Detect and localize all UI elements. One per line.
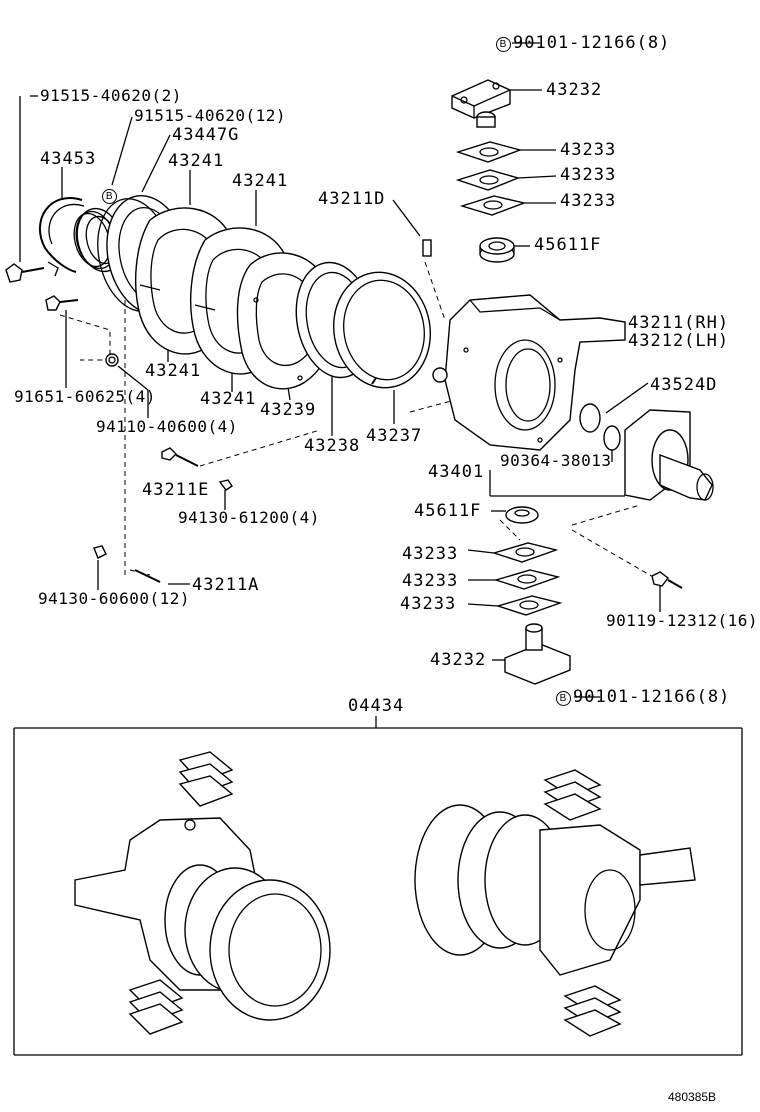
label-43232-bottom: 43232: [430, 650, 487, 670]
b-mark-icon-left: B: [102, 189, 117, 204]
seal-43453: [39, 197, 85, 277]
label-43401: 43401: [428, 462, 485, 482]
label-b-mark-left: B: [102, 186, 119, 204]
label-shim-5: 43233: [402, 571, 459, 591]
label-43232-top: 43232: [546, 80, 603, 100]
label-43453: 43453: [40, 149, 97, 169]
label-43241-a: 43241: [168, 151, 225, 171]
kingpin-cap-bottom: [504, 623, 571, 685]
studs-and-nuts: [93, 447, 683, 589]
kit-04434-box: [13, 727, 743, 1056]
label-43212-lh: 43212(LH): [628, 331, 730, 351]
label-kit-04434: 04434: [348, 696, 405, 716]
label-43241-b: 43241: [232, 171, 289, 191]
label-43211e: 43211E: [142, 480, 210, 500]
screws-left: [5, 263, 119, 367]
label-bolt-top-text: 90101-12166(8): [513, 33, 671, 53]
steering-knuckle: [432, 294, 626, 451]
label-shim-2: 43233: [560, 165, 617, 185]
label-nut-94110: 94110-40600(4): [96, 417, 238, 436]
label-43241-d: 43241: [200, 389, 257, 409]
b-mark-icon: B: [496, 37, 511, 52]
drawing-code: 480385B: [668, 1090, 717, 1104]
label-nut-94130-4: 94130-61200(4): [178, 508, 320, 527]
label-43211d: 43211D: [318, 189, 386, 209]
kit-right-assembly: [414, 769, 696, 1037]
bearing-45611f-bottom: [505, 506, 539, 524]
label-shim-4: 43233: [402, 544, 459, 564]
label-43524d: 43524D: [650, 375, 718, 395]
label-shim-3: 43233: [560, 191, 617, 211]
label-shim-6: 43233: [400, 594, 457, 614]
label-nut-94130-12: 94130-60600(12): [38, 589, 190, 608]
label-bearing-90364: 90364-38013: [500, 451, 612, 470]
kit-left-assembly: [74, 751, 331, 1035]
label-43237: 43237: [366, 426, 423, 446]
bolt-43211d: [422, 239, 432, 257]
label-screw-2: 91515-40620(2): [40, 86, 182, 105]
label-43211-rh: 43211(RH): [628, 313, 730, 333]
label-bolt-bottom-text: 90101-12166(8): [573, 687, 731, 707]
label-screw-12: 91515-40620(12): [134, 106, 286, 125]
leader-lines: [19, 42, 661, 728]
shim-stack-bottom: [491, 542, 563, 616]
label-43447g: 43447G: [172, 125, 240, 145]
label-43238: 43238: [304, 436, 361, 456]
label-shim-1: 43233: [560, 140, 617, 160]
assembly-dash-lines: [59, 261, 656, 579]
hub-spindle: [579, 403, 714, 501]
label-45611f-top: 45611F: [534, 235, 602, 255]
label-43241-c: 43241: [145, 361, 202, 381]
bearing-45611f-top: [479, 237, 515, 263]
label-43211a: 43211A: [192, 575, 260, 595]
label-43239: 43239: [260, 400, 317, 420]
kingpin-cap-top: [451, 79, 511, 128]
label-bolt-91651: 91651-60625(4): [14, 387, 156, 406]
b-mark-icon-bottom: B: [556, 691, 571, 706]
shim-stack-top: [455, 141, 527, 216]
plate-43237: [332, 271, 432, 389]
label-bolt-90119: 90119-12312(16): [606, 611, 758, 630]
label-45611f-bottom: 45611F: [414, 501, 482, 521]
